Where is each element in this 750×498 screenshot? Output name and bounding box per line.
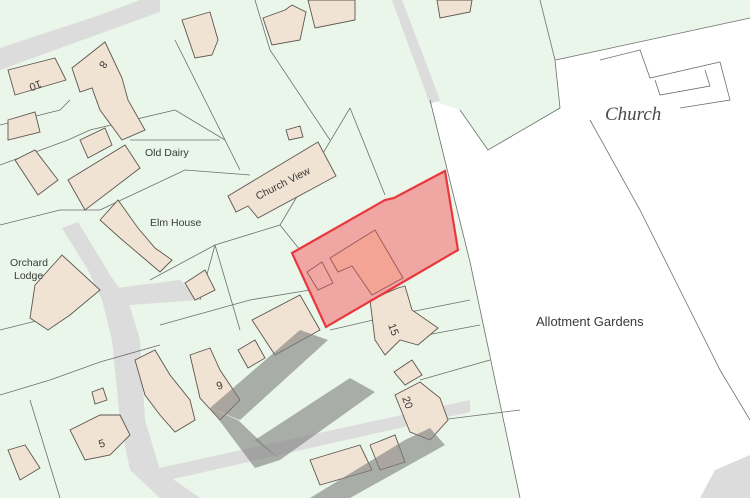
label-elm-house: Elm House — [150, 217, 202, 229]
label-old-dairy: Old Dairy — [145, 147, 190, 159]
highlighted-site[interactable] — [290, 169, 460, 329]
lane-top — [0, 0, 160, 70]
label-allotment-gardens: Allotment Gardens — [536, 314, 644, 329]
access-road-turn — [100, 280, 200, 305]
road-bottom-right — [700, 455, 750, 498]
label-orchard-lodge-2: Lodge — [14, 270, 43, 282]
access-road — [62, 222, 200, 498]
house-number-9: 9 — [215, 379, 225, 392]
house-number-8: 8 — [96, 58, 109, 70]
house-number-20: 20 — [399, 395, 414, 411]
house-number-15: 15 — [385, 322, 400, 338]
shadow-overlay — [210, 330, 445, 498]
label-orchard-lodge-1: Orchard — [10, 257, 48, 269]
footpath-right — [392, 0, 440, 104]
footpath-lower — [150, 400, 470, 482]
church-land-strip — [540, 0, 750, 60]
label-church: Church — [605, 104, 661, 125]
house-number-10: 10 — [27, 77, 43, 92]
house-number-5: 5 — [97, 438, 107, 451]
buildings — [7, 0, 731, 486]
